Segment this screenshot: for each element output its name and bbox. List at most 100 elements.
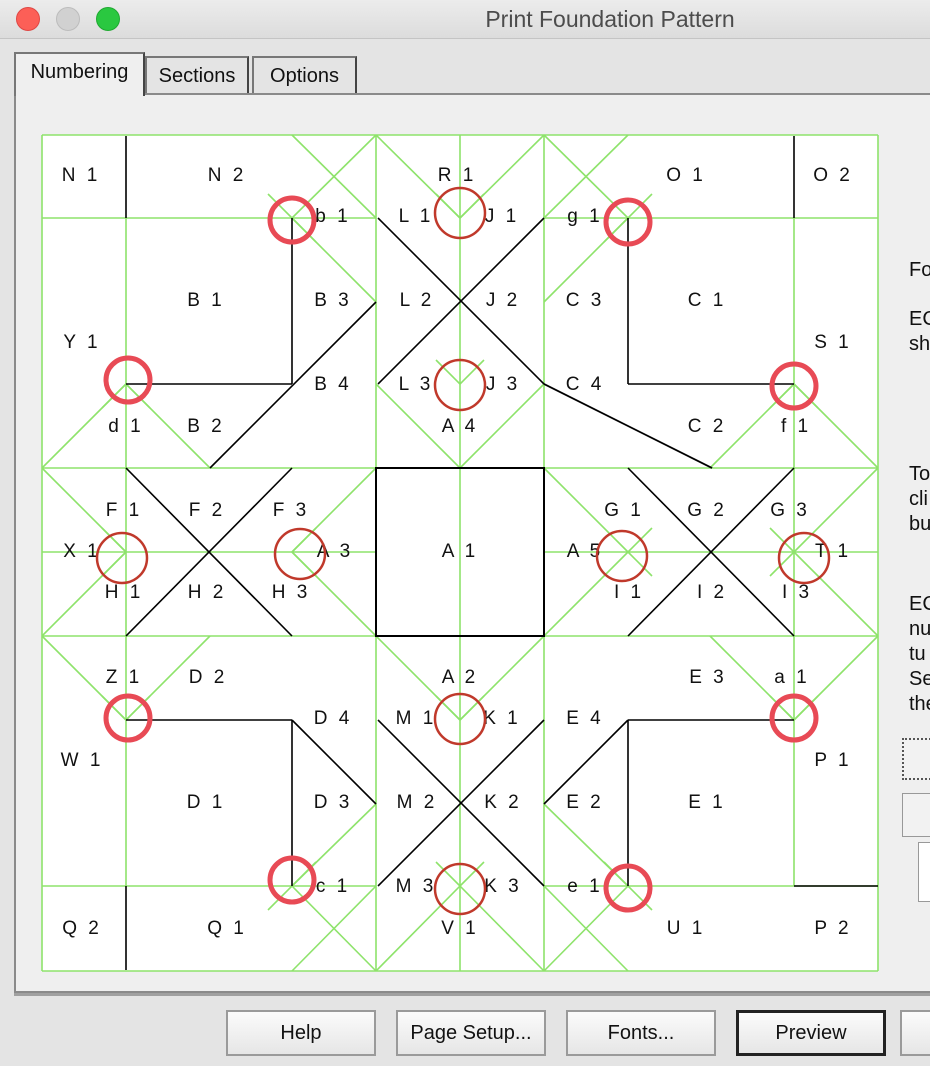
patch-label-B3: B 3 — [314, 290, 352, 311]
marker-circle-thick-3 — [769, 361, 819, 411]
patch-label-J3: J 3 — [486, 374, 520, 395]
patch-label-E3: E 3 — [689, 667, 727, 688]
marker-circle-thick-5 — [769, 693, 819, 743]
tab-options[interactable]: Options — [252, 56, 357, 94]
seam-lines — [125, 136, 878, 970]
patch-label-D2: D 2 — [189, 667, 228, 688]
close-window-button[interactable] — [16, 7, 40, 31]
patch-label-G2: G 2 — [687, 500, 727, 521]
minimize-window-button[interactable] — [56, 7, 80, 31]
patch-label-U1: U 1 — [667, 918, 706, 939]
patch-label-F2: F 2 — [189, 500, 225, 521]
patch-label-F3: F 3 — [273, 500, 309, 521]
patch-label-C4: C 4 — [566, 374, 605, 395]
marker-circle-thin-5 — [273, 527, 327, 581]
marker-circle-thick-1 — [603, 197, 653, 247]
patch-label-g1: g 1 — [567, 206, 602, 227]
patch-label-O2: O 2 — [813, 165, 853, 186]
patch-label-X1: X 1 — [63, 541, 101, 562]
patch-label-H2: H 2 — [188, 582, 227, 603]
patch-label-P2: P 2 — [814, 918, 851, 939]
patch-label-Q2: Q 2 — [62, 918, 102, 939]
marker-circle-thin-0 — [433, 186, 487, 240]
patch-label-D1: D 1 — [187, 792, 226, 813]
patch-label-G3: G 3 — [770, 500, 810, 521]
side-button-1[interactable] — [902, 738, 930, 780]
patch-label-J2: J 2 — [486, 290, 520, 311]
patch-label-E2: E 2 — [566, 792, 604, 813]
patch-label-M1: M 1 — [396, 708, 437, 729]
help-button[interactable]: Help — [226, 1010, 376, 1056]
marker-circle-thick-6 — [267, 855, 317, 905]
patch-label-f1: f 1 — [781, 416, 811, 437]
patch-label-B2: B 2 — [187, 416, 225, 437]
patch-label-A1: A 1 — [442, 541, 478, 562]
marker-circle-thin-2 — [433, 692, 487, 746]
side-button-2[interactable] — [902, 793, 930, 837]
patch-label-E4: E 4 — [566, 708, 604, 729]
patch-label-c1: c 1 — [316, 876, 350, 897]
zoom-window-button[interactable] — [96, 7, 120, 31]
patch-label-S1: S 1 — [814, 332, 852, 353]
marker-circle-thick-7 — [603, 863, 653, 913]
patch-label-d1: d 1 — [108, 416, 143, 437]
panel-divider — [14, 993, 930, 996]
patch-label-A5: A 5 — [567, 541, 603, 562]
patch-label-K2: K 2 — [484, 792, 522, 813]
side-text-ec-block: EC nu tu Se the — [909, 593, 930, 715]
patch-label-I3: I 3 — [782, 582, 812, 603]
patch-label-Y1: Y 1 — [63, 332, 100, 353]
patch-label-C3: C 3 — [566, 290, 605, 311]
side-text-fo: Fo — [909, 259, 930, 281]
patch-label-E1: E 1 — [688, 792, 726, 813]
marker-circle-thin-4 — [95, 531, 149, 585]
patch-label-P1: P 1 — [814, 750, 851, 771]
patch-label-G1: G 1 — [604, 500, 644, 521]
marker-circle-thick-2 — [103, 355, 153, 405]
patch-label-b1: b 1 — [315, 206, 350, 227]
patch-label-M2: M 2 — [397, 792, 438, 813]
side-text-to: To cli bu — [909, 463, 930, 535]
patch-label-C2: C 2 — [688, 416, 727, 437]
patch-label-N2: N 2 — [208, 165, 247, 186]
patch-label-M3: M 3 — [396, 876, 437, 897]
tab-sections[interactable]: Sections — [145, 56, 249, 94]
side-preview-box — [918, 842, 930, 902]
patch-label-L2: L 2 — [400, 290, 435, 311]
patch-label-L1: L 1 — [399, 206, 434, 227]
marker-circle-thin-7 — [777, 531, 831, 585]
patch-label-H3: H 3 — [272, 582, 311, 603]
fonts-button[interactable]: Fonts... — [566, 1010, 716, 1056]
patch-label-K3: K 3 — [484, 876, 522, 897]
patch-label-V1: V 1 — [441, 918, 479, 939]
patch-label-B4: B 4 — [314, 374, 352, 395]
patch-label-I1: I 1 — [614, 582, 644, 603]
patch-label-O1: O 1 — [666, 165, 706, 186]
patch-label-C1: C 1 — [688, 290, 727, 311]
side-text-ec: EC sh — [909, 308, 930, 355]
title-bar: Print Foundation Pattern — [0, 0, 930, 39]
marker-circle-thin-1 — [433, 358, 487, 412]
marker-circle-thin-3 — [433, 862, 487, 916]
patch-label-L3: L 3 — [399, 374, 434, 395]
tab-numbering[interactable]: Numbering — [14, 52, 145, 96]
window-title: Print Foundation Pattern — [485, 6, 735, 32]
page-setup-button[interactable]: Page Setup... — [396, 1010, 546, 1056]
patch-label-Z1: Z 1 — [106, 667, 142, 688]
extra-button[interactable] — [900, 1010, 930, 1056]
marker-circles — [95, 186, 831, 916]
patch-label-N1: N 1 — [62, 165, 101, 186]
patch-label-J1: J 1 — [485, 206, 519, 227]
patch-label-I2: I 2 — [697, 582, 727, 603]
patch-label-K1: K 1 — [483, 708, 521, 729]
preview-button[interactable]: Preview — [736, 1010, 886, 1056]
patch-label-A4: A 4 — [442, 416, 478, 437]
patch-label-D3: D 3 — [314, 792, 353, 813]
patch-label-e1: e 1 — [567, 876, 602, 897]
patch-label-F1: F 1 — [106, 500, 142, 521]
patch-label-D4: D 4 — [314, 708, 353, 729]
marker-circle-thick-4 — [103, 693, 153, 743]
marker-circle-thick-0 — [267, 195, 317, 245]
